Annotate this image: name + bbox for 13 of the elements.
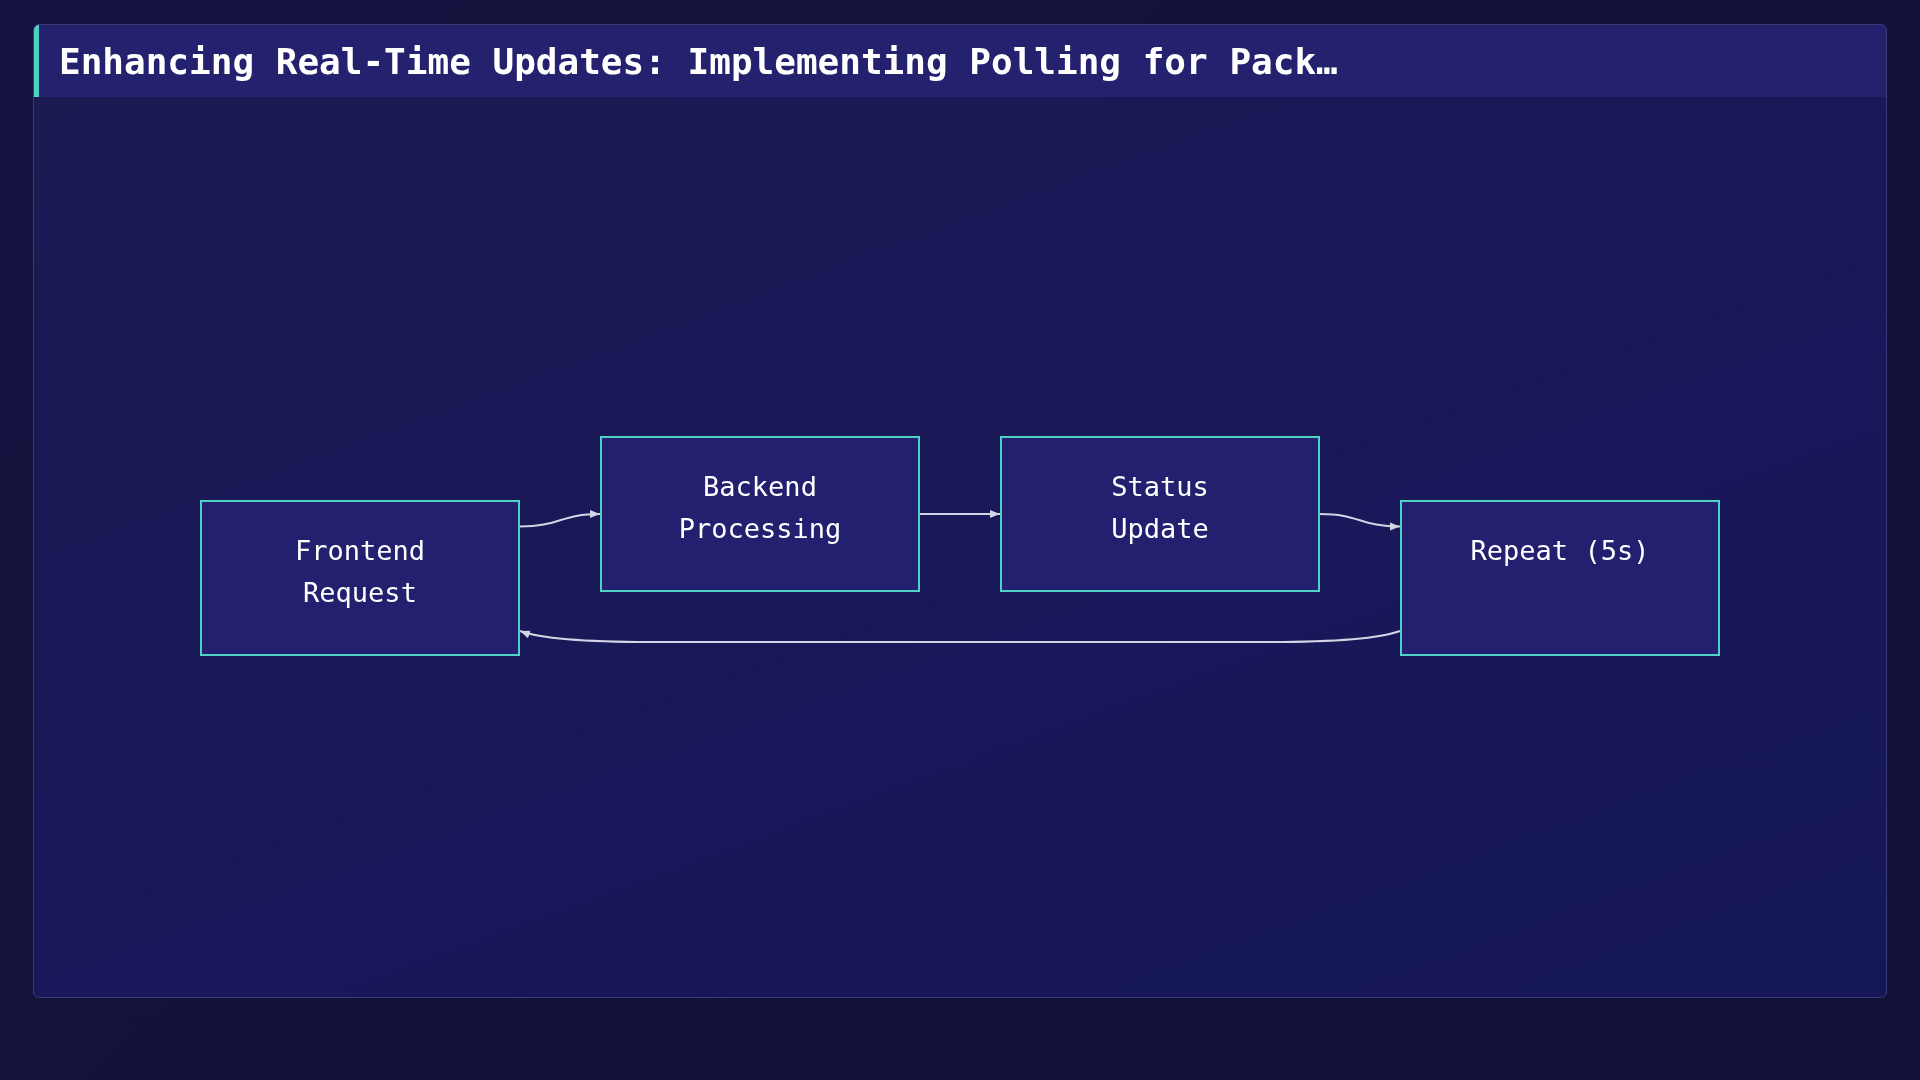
process-box: [1400, 500, 1720, 656]
arrow: [1319, 513, 1401, 531]
node-label: Frontend Request: [293, 534, 426, 610]
node-label: Repeat (5s): [1470, 534, 1650, 568]
process-box: [200, 500, 520, 656]
arrow: [919, 510, 1001, 518]
title: Enhancing Real-Time Updates: Implementing Polling for Pack…: [59, 40, 1338, 82]
node-label: Backend Processing: [677, 470, 843, 546]
arrow: [519, 510, 601, 528]
process-box: [600, 436, 920, 592]
node-label: Status Update: [1110, 470, 1210, 546]
process-box: [1000, 436, 1320, 592]
arrow: [519, 630, 1401, 644]
